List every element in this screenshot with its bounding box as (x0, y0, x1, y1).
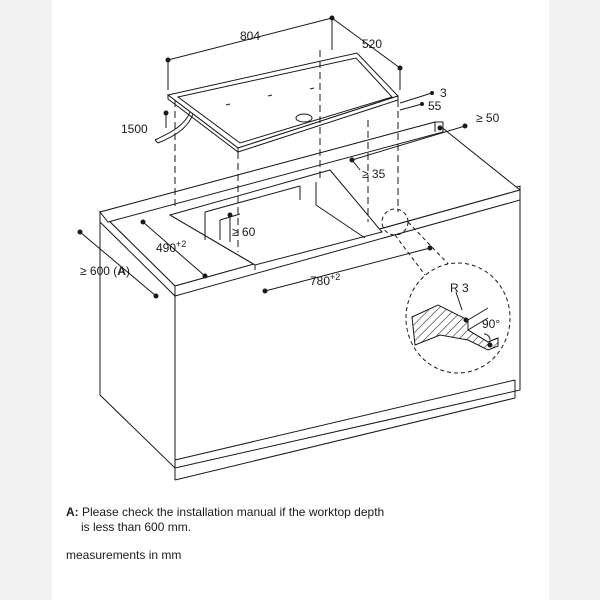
hob (166, 52, 399, 154)
label-hob-width: 804 (240, 29, 260, 43)
note-a: A: Please check the installation manual … (66, 505, 384, 520)
label-hob-depth: 520 (362, 37, 382, 51)
label-rear-clearance: ≥ 50 (476, 111, 500, 125)
power-cable (154, 111, 191, 141)
label-angle: 90° (482, 317, 500, 331)
label-cutout-width: 780+2 (310, 272, 340, 288)
label-worktop-depth: ≥ 600 (A) (80, 264, 130, 278)
note-a-line1: Please check the installation manual if … (82, 505, 385, 519)
label-front-edge-distance: ≥ 60 (232, 225, 256, 239)
cabinet (99, 185, 521, 481)
dimension-lines (79, 17, 466, 297)
label-cable-length: 1500 (121, 122, 148, 136)
units-note: measurements in mm (66, 548, 182, 562)
label-rear-edge-distance: ≥ 35 (362, 167, 386, 181)
note-a-line2: is less than 600 mm. (81, 520, 192, 534)
edge-detail (405, 262, 511, 374)
projection-lines (174, 50, 399, 252)
dimension-dots (77, 15, 493, 348)
worktop-cutout (168, 169, 383, 270)
label-radius: R 3 (450, 281, 469, 295)
label-installation-depth: 55 (428, 99, 442, 113)
label-cutout-depth: 490+2 (156, 239, 186, 255)
label-hob-thickness: 3 (440, 86, 447, 100)
note-a-label: A: (66, 505, 79, 519)
